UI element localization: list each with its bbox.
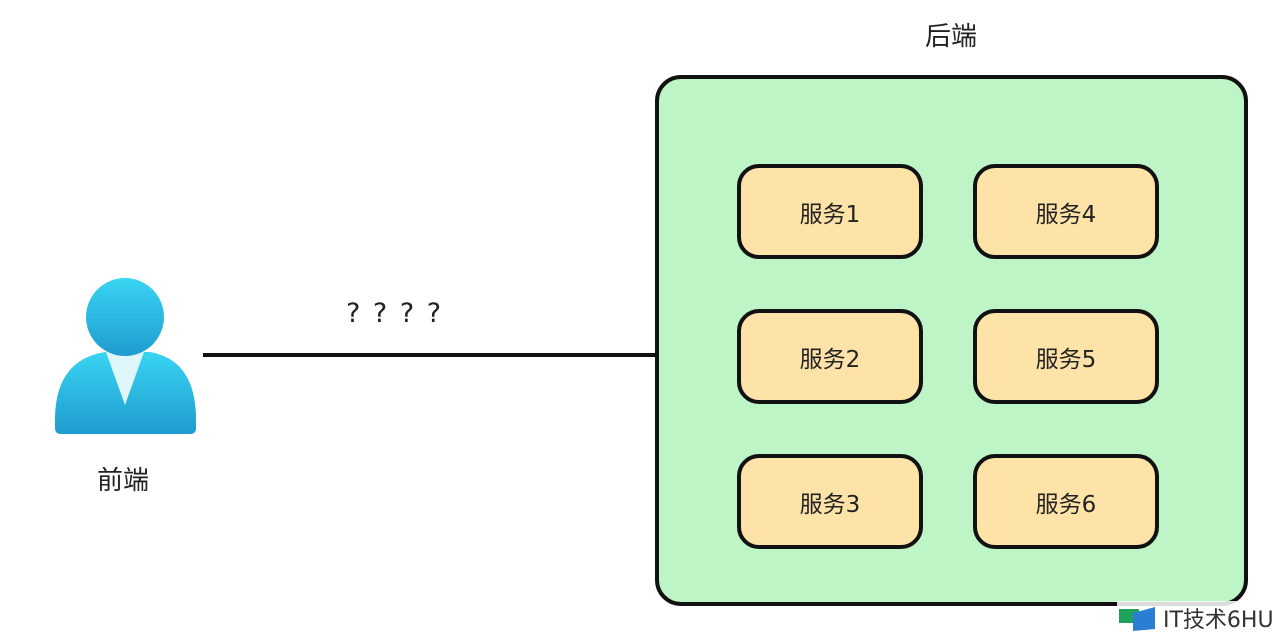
service-box-5: 服务5 <box>973 309 1159 404</box>
backend-title: 后端 <box>925 22 978 52</box>
service-box-3: 服务3 <box>737 454 923 549</box>
frontend-label: 前端 <box>97 466 150 496</box>
user-icon <box>55 278 196 434</box>
watermark: IT技术6HU <box>1117 601 1274 635</box>
service-box-4: 服务4 <box>973 164 1159 259</box>
service-box-6: 服务6 <box>973 454 1159 549</box>
watermark-logo-icon <box>1119 607 1155 631</box>
service-box-1: 服务1 <box>737 164 923 259</box>
watermark-text: IT技术6HU <box>1163 608 1274 633</box>
service-box-2: 服务2 <box>737 309 923 404</box>
connection-label: ? ? ? ? <box>346 298 444 329</box>
